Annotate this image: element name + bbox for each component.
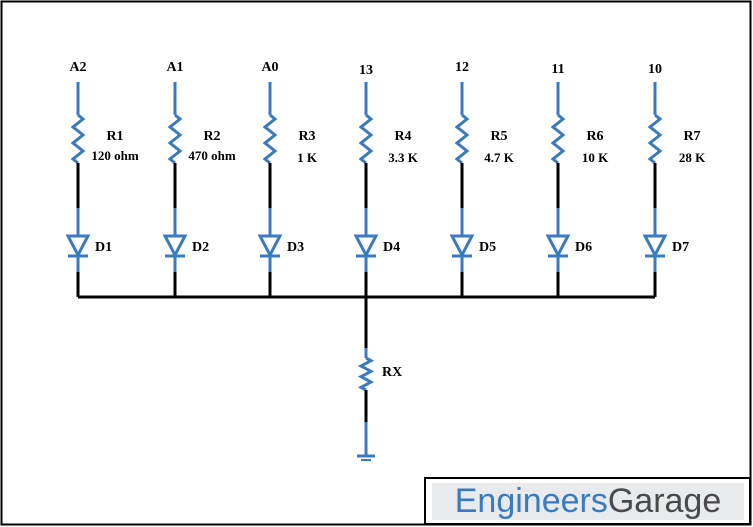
pin-label: 13 — [359, 63, 373, 78]
pin-label: A2 — [69, 60, 86, 75]
diode-symbol — [65, 234, 91, 259]
resistor-symbol — [647, 113, 663, 165]
diode-name: D1 — [95, 240, 112, 255]
diode-name: D2 — [192, 240, 209, 255]
diode-name: D3 — [287, 240, 304, 255]
diode-symbol — [545, 234, 571, 259]
resistor-value: 1 K — [297, 150, 318, 165]
logo-text: EngineersGarage — [432, 482, 744, 521]
resistor-name: R5 — [490, 129, 507, 144]
diode-name: D6 — [575, 240, 592, 255]
diode-name: D7 — [672, 240, 689, 255]
diode-symbol — [642, 234, 668, 259]
logo-text-part1: Engineers — [454, 482, 608, 520]
pin-label: 10 — [648, 62, 662, 77]
diode-name: D5 — [479, 240, 496, 255]
diode-symbol — [257, 234, 283, 259]
resistor-symbol — [167, 113, 183, 165]
resistor-symbol — [70, 113, 86, 165]
resistor-symbol — [357, 356, 375, 392]
resistor-symbol — [358, 113, 374, 165]
brand-logo: EngineersGarage — [424, 477, 751, 525]
diode-name: D4 — [383, 240, 400, 255]
resistor-value: 10 K — [582, 150, 609, 165]
pin-label: A0 — [261, 60, 278, 75]
resistor-value: 470 ohm — [188, 148, 235, 163]
resistor-value: 120 ohm — [91, 148, 138, 163]
resistor-name: R6 — [586, 129, 603, 144]
pin-label: A1 — [166, 60, 183, 75]
resistor-value: 4.7 K — [484, 150, 515, 165]
resistor-name: R2 — [203, 129, 220, 144]
resistor-name: R1 — [106, 129, 123, 144]
resistor-symbol — [262, 113, 278, 165]
resistor-symbol — [454, 113, 470, 165]
resistor-value: 3.3 K — [388, 150, 419, 165]
diode-symbol — [162, 234, 188, 259]
resistor-symbol — [550, 113, 566, 165]
pin-label: 12 — [455, 60, 469, 75]
common-resistor-group: RX — [357, 297, 402, 461]
resistor-value: 28 K — [679, 150, 706, 165]
pin-label: 11 — [551, 62, 564, 77]
resistor-name: R3 — [298, 129, 315, 144]
resistor-name: R7 — [683, 129, 700, 144]
common-resistor-name: RX — [382, 365, 402, 380]
resistor-name: R4 — [394, 129, 411, 144]
diode-symbol — [353, 234, 379, 259]
logo-text-part2: Garage — [607, 482, 722, 520]
diode-symbol — [449, 234, 475, 259]
